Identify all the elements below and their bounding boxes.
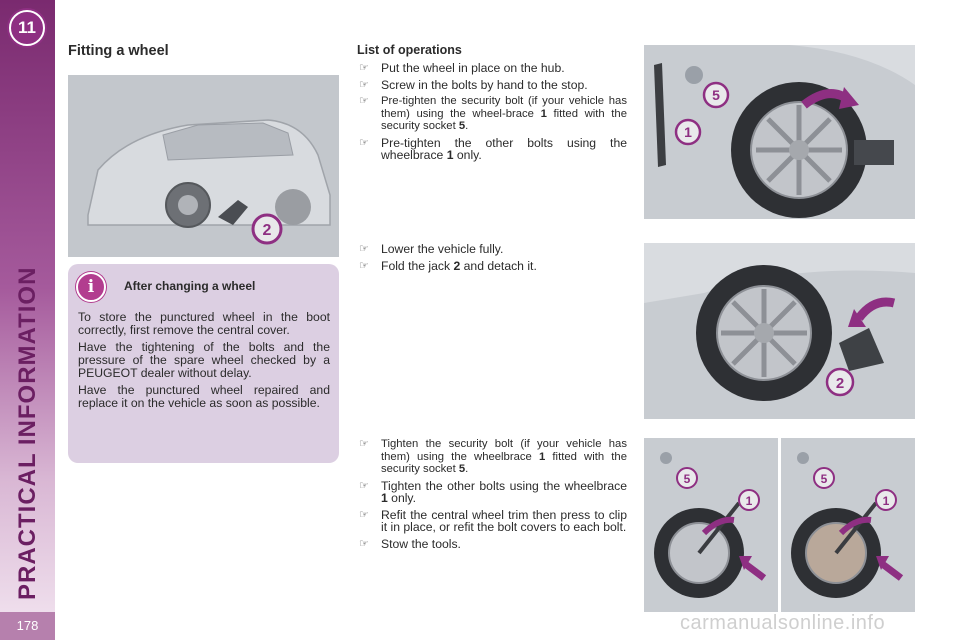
pointing-hand-icon: ☞	[359, 136, 369, 149]
pointing-hand-icon: ☞	[359, 78, 369, 91]
operation-item: ☞Pre-tighten the security bolt (if your …	[359, 95, 627, 132]
section-title: Fitting a wheel	[68, 43, 169, 59]
figure-label-jack: 2	[263, 222, 272, 239]
tighten-bolts-figure-right: 5 1	[781, 438, 915, 612]
pointing-hand-icon: ☞	[359, 479, 369, 492]
chapter-number-badge: 11	[9, 10, 45, 46]
operations-list-3: ☞Tighten the security bolt (if your vehi…	[357, 438, 627, 554]
pointing-hand-icon: ☞	[359, 438, 369, 450]
pointing-hand-icon: ☞	[359, 62, 369, 74]
operation-item: ☞Tighten the security bolt (if your vehi…	[359, 438, 628, 475]
figure-label-socket-right: 5	[821, 472, 828, 486]
pointing-hand-icon: ☞	[359, 243, 369, 255]
pointing-hand-icon: ☞	[359, 95, 369, 107]
info-box-text: To store the punctured wheel in the boot…	[78, 311, 330, 414]
page-number: 178	[0, 612, 55, 640]
operations-list-2: ☞Lower the vehicle fully. ☞Fold the jack…	[357, 243, 627, 276]
operation-item: ☞Tighten the other bolts using the wheel…	[359, 478, 627, 505]
operation-item: ☞Lower the vehicle fully.	[359, 242, 504, 256]
operation-item: ☞Fold the jack 2 and detach it.	[359, 258, 537, 273]
figure-label-jack-folded: 2	[836, 375, 844, 392]
figure-label-socket: 5	[712, 87, 720, 103]
pointing-hand-icon: ☞	[359, 508, 369, 521]
chapter-title: PRACTICAL INFORMATION	[14, 266, 41, 600]
wheel-fitting-figure: 5 1	[644, 45, 915, 219]
pointing-hand-icon: ☞	[359, 537, 369, 550]
figure-label-brace-right: 1	[883, 494, 890, 508]
chapter-sidebar: 11 PRACTICAL INFORMATION 178	[0, 0, 55, 640]
info-icon: i	[76, 272, 106, 302]
operation-item: ☞Refit the central wheel trim then press…	[359, 507, 627, 534]
operations-title: List of operations	[357, 43, 462, 57]
operation-item: ☞Screw in the bolts by hand to the stop.	[359, 77, 588, 92]
operations-list-1: ☞Put the wheel in place on the hub. ☞Scr…	[357, 62, 627, 166]
info-paragraph: To store the punctured wheel in the boot…	[78, 310, 330, 337]
info-box: i After changing a wheel To store the pu…	[68, 264, 339, 463]
figure-label-socket-left: 5	[684, 472, 691, 486]
info-box-title: After changing a wheel	[124, 279, 256, 293]
pointing-hand-icon: ☞	[359, 259, 369, 272]
figure-label-brace-left: 1	[746, 494, 753, 508]
watermark: carmanualsonline.info	[680, 612, 886, 634]
operation-item: ☞Put the wheel in place on the hub.	[359, 61, 565, 75]
info-paragraph: Have the punctured wheel repaired and re…	[78, 383, 330, 410]
info-paragraph: Have the tightening of the bolts and the…	[78, 340, 330, 380]
operation-item: ☞Stow the tools.	[359, 536, 461, 551]
tighten-bolts-figure-left: 5 1	[644, 438, 778, 612]
figure-label-brace: 1	[684, 124, 692, 140]
operation-item: ☞Pre-tighten the other bolts using the w…	[359, 135, 627, 162]
lower-vehicle-figure: 2	[644, 243, 915, 419]
car-jack-figure: 2	[68, 75, 339, 257]
